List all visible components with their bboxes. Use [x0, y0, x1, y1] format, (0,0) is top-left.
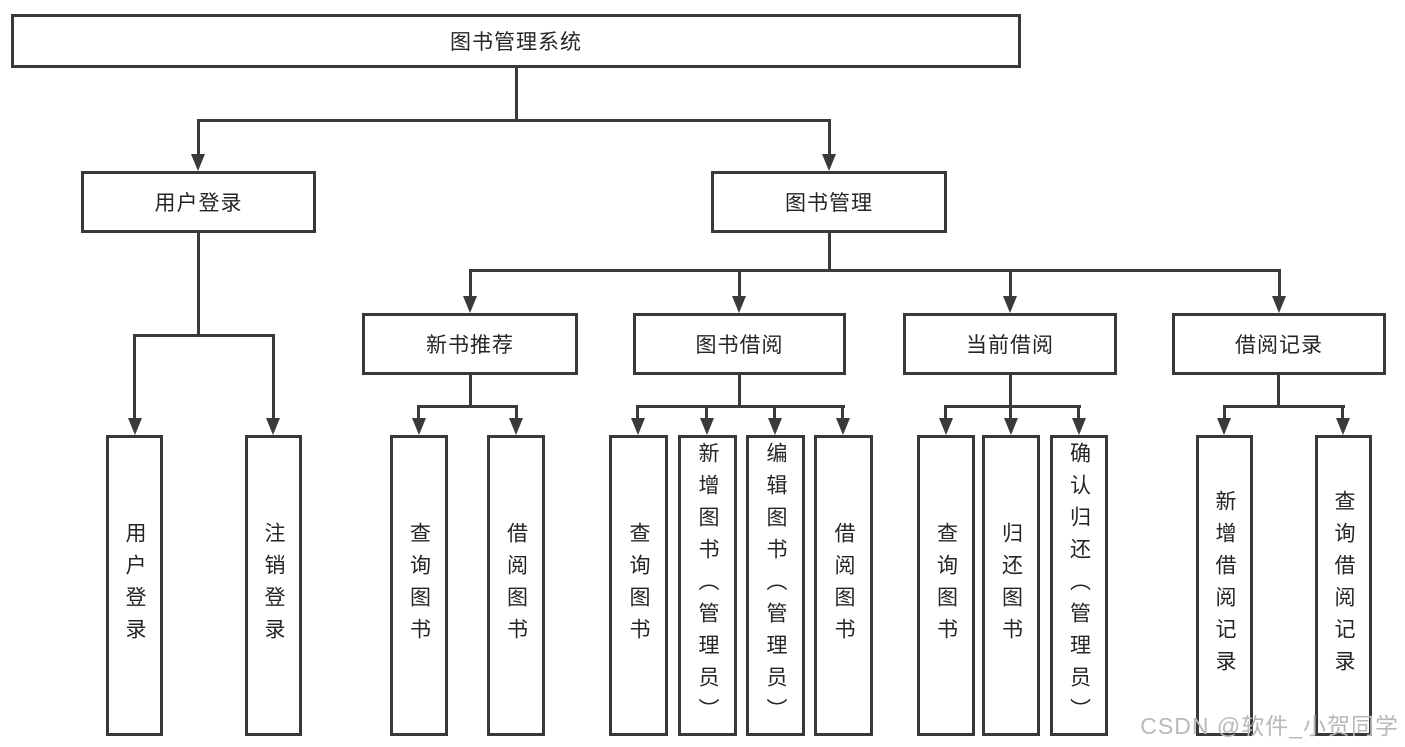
csdn-watermark: CSDN @软件_小贺同学: [1140, 713, 1399, 739]
node-new-book-recommendation: 新书推荐: [362, 313, 578, 375]
leaf-borrow-books-borrowing: 借阅图书: [814, 435, 873, 736]
node-book-borrowing: 图书借阅: [633, 313, 846, 375]
connector-line: [773, 405, 776, 421]
arrow-down-icon: [1272, 296, 1286, 313]
connector-line: [197, 119, 831, 122]
connector-line: [133, 334, 136, 421]
connector-line: [1278, 269, 1281, 298]
connector-line: [944, 405, 1081, 408]
node-book-management: 图书管理: [711, 171, 947, 233]
connector-line: [469, 269, 472, 298]
arrow-down-icon: [1004, 418, 1018, 435]
arrow-down-icon: [1217, 418, 1231, 435]
connector-line: [197, 119, 200, 157]
connector-line: [841, 405, 844, 421]
connector-line: [1009, 375, 1012, 408]
leaf-edit-books-admin: 编辑图书（管理员）: [746, 435, 805, 736]
arrow-down-icon: [822, 154, 836, 171]
arrow-down-icon: [412, 418, 426, 435]
leaf-add-books-admin: 新增图书（管理员）: [678, 435, 737, 736]
leaf-return-books: 归还图书: [982, 435, 1040, 736]
arrow-down-icon: [1336, 418, 1350, 435]
connector-line: [828, 119, 831, 157]
arrow-down-icon: [700, 418, 714, 435]
leaf-logout: 注销登录: [245, 435, 302, 736]
arrow-down-icon: [732, 296, 746, 313]
connector-line: [1341, 405, 1344, 421]
connector-line: [417, 405, 518, 408]
connector-line: [1077, 405, 1080, 421]
node-user-login: 用户登录: [81, 171, 316, 233]
node-current-borrowing: 当前借阅: [903, 313, 1117, 375]
leaf-add-borrow-record: 新增借阅记录: [1196, 435, 1253, 736]
connector-line: [197, 233, 200, 337]
connector-line: [1009, 405, 1012, 421]
node-library-system: 图书管理系统: [11, 14, 1021, 68]
arrow-down-icon: [509, 418, 523, 435]
connector-line: [515, 68, 518, 122]
leaf-query-books-recommend: 查询图书: [390, 435, 448, 736]
connector-line: [1223, 405, 1226, 421]
leaf-query-books-borrowing: 查询图书: [609, 435, 668, 736]
leaf-query-books-current: 查询图书: [917, 435, 975, 736]
arrow-down-icon: [266, 418, 280, 435]
leaf-query-borrow-record: 查询借阅记录: [1315, 435, 1372, 736]
connector-line: [636, 405, 639, 421]
connector-line: [738, 269, 741, 298]
connector-line: [705, 405, 708, 421]
arrow-down-icon: [836, 418, 850, 435]
leaf-confirm-return-admin: 确认归还（管理员）: [1050, 435, 1108, 736]
node-borrowing-records: 借阅记录: [1172, 313, 1386, 375]
connector-line: [515, 405, 518, 421]
connector-line: [1277, 375, 1280, 408]
leaf-borrow-books-recommend: 借阅图书: [487, 435, 545, 736]
leaf-user-login: 用户登录: [106, 435, 163, 736]
connector-line: [417, 405, 420, 421]
connector-line: [133, 334, 275, 337]
arrow-down-icon: [191, 154, 205, 171]
arrow-down-icon: [1003, 296, 1017, 313]
arrow-down-icon: [128, 418, 142, 435]
connector-line: [469, 375, 472, 408]
connector-line: [469, 269, 1281, 272]
connector-line: [1009, 269, 1012, 298]
connector-line: [828, 233, 831, 272]
connector-line: [738, 375, 741, 408]
connector-line: [1223, 405, 1345, 408]
arrow-down-icon: [631, 418, 645, 435]
arrow-down-icon: [1072, 418, 1086, 435]
arrow-down-icon: [768, 418, 782, 435]
connector-line: [272, 334, 275, 421]
connector-line: [636, 405, 845, 408]
arrow-down-icon: [463, 296, 477, 313]
arrow-down-icon: [939, 418, 953, 435]
connector-line: [944, 405, 947, 421]
